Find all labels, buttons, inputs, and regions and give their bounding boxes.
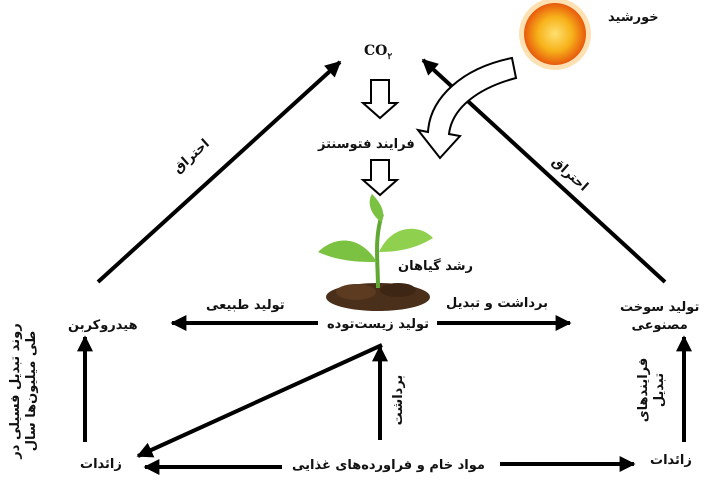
natural-production-label: تولید طبیعی — [206, 298, 285, 313]
co2-label: CO۲ — [364, 43, 393, 62]
hollow-arrow-plant-down-icon — [360, 159, 400, 197]
sun-icon — [519, 0, 591, 70]
sun-curved-arrow-icon — [415, 56, 518, 160]
synthetic-fuel-label: تولید سوخت مصنوعی — [620, 300, 700, 333]
waste-right-label: زائدات — [650, 453, 692, 468]
plant-growth-label: رشد گیاهان — [398, 259, 474, 274]
hydrocarbon-label: هیدروکربن — [68, 318, 138, 333]
biomass-label: تولید زیست‌توده — [327, 317, 429, 332]
biomass-to-waste-arrow — [136, 343, 383, 458]
harvest-convert-label: برداشت و تبدیل — [446, 296, 548, 311]
conversion-processes-label: فرایندهای تبدیل — [636, 357, 668, 423]
combustion-left-arrow — [96, 60, 342, 284]
raw-food-label: مواد خام و فراورده‌های غذایی — [292, 458, 485, 473]
photosynthesis-label: فرایند فتوسنتز — [318, 137, 415, 152]
waste-left-label: زائدات — [80, 457, 122, 472]
sun-label: خورشید — [608, 10, 659, 25]
harvest-label: برداشت — [391, 374, 406, 426]
hollow-arrow-co2-down-icon — [360, 79, 400, 120]
fossil-conversion-label: روند تبدیل فسیلی در طی میلیون‌ها سال — [8, 323, 40, 459]
plant-sprout-icon — [318, 194, 433, 311]
